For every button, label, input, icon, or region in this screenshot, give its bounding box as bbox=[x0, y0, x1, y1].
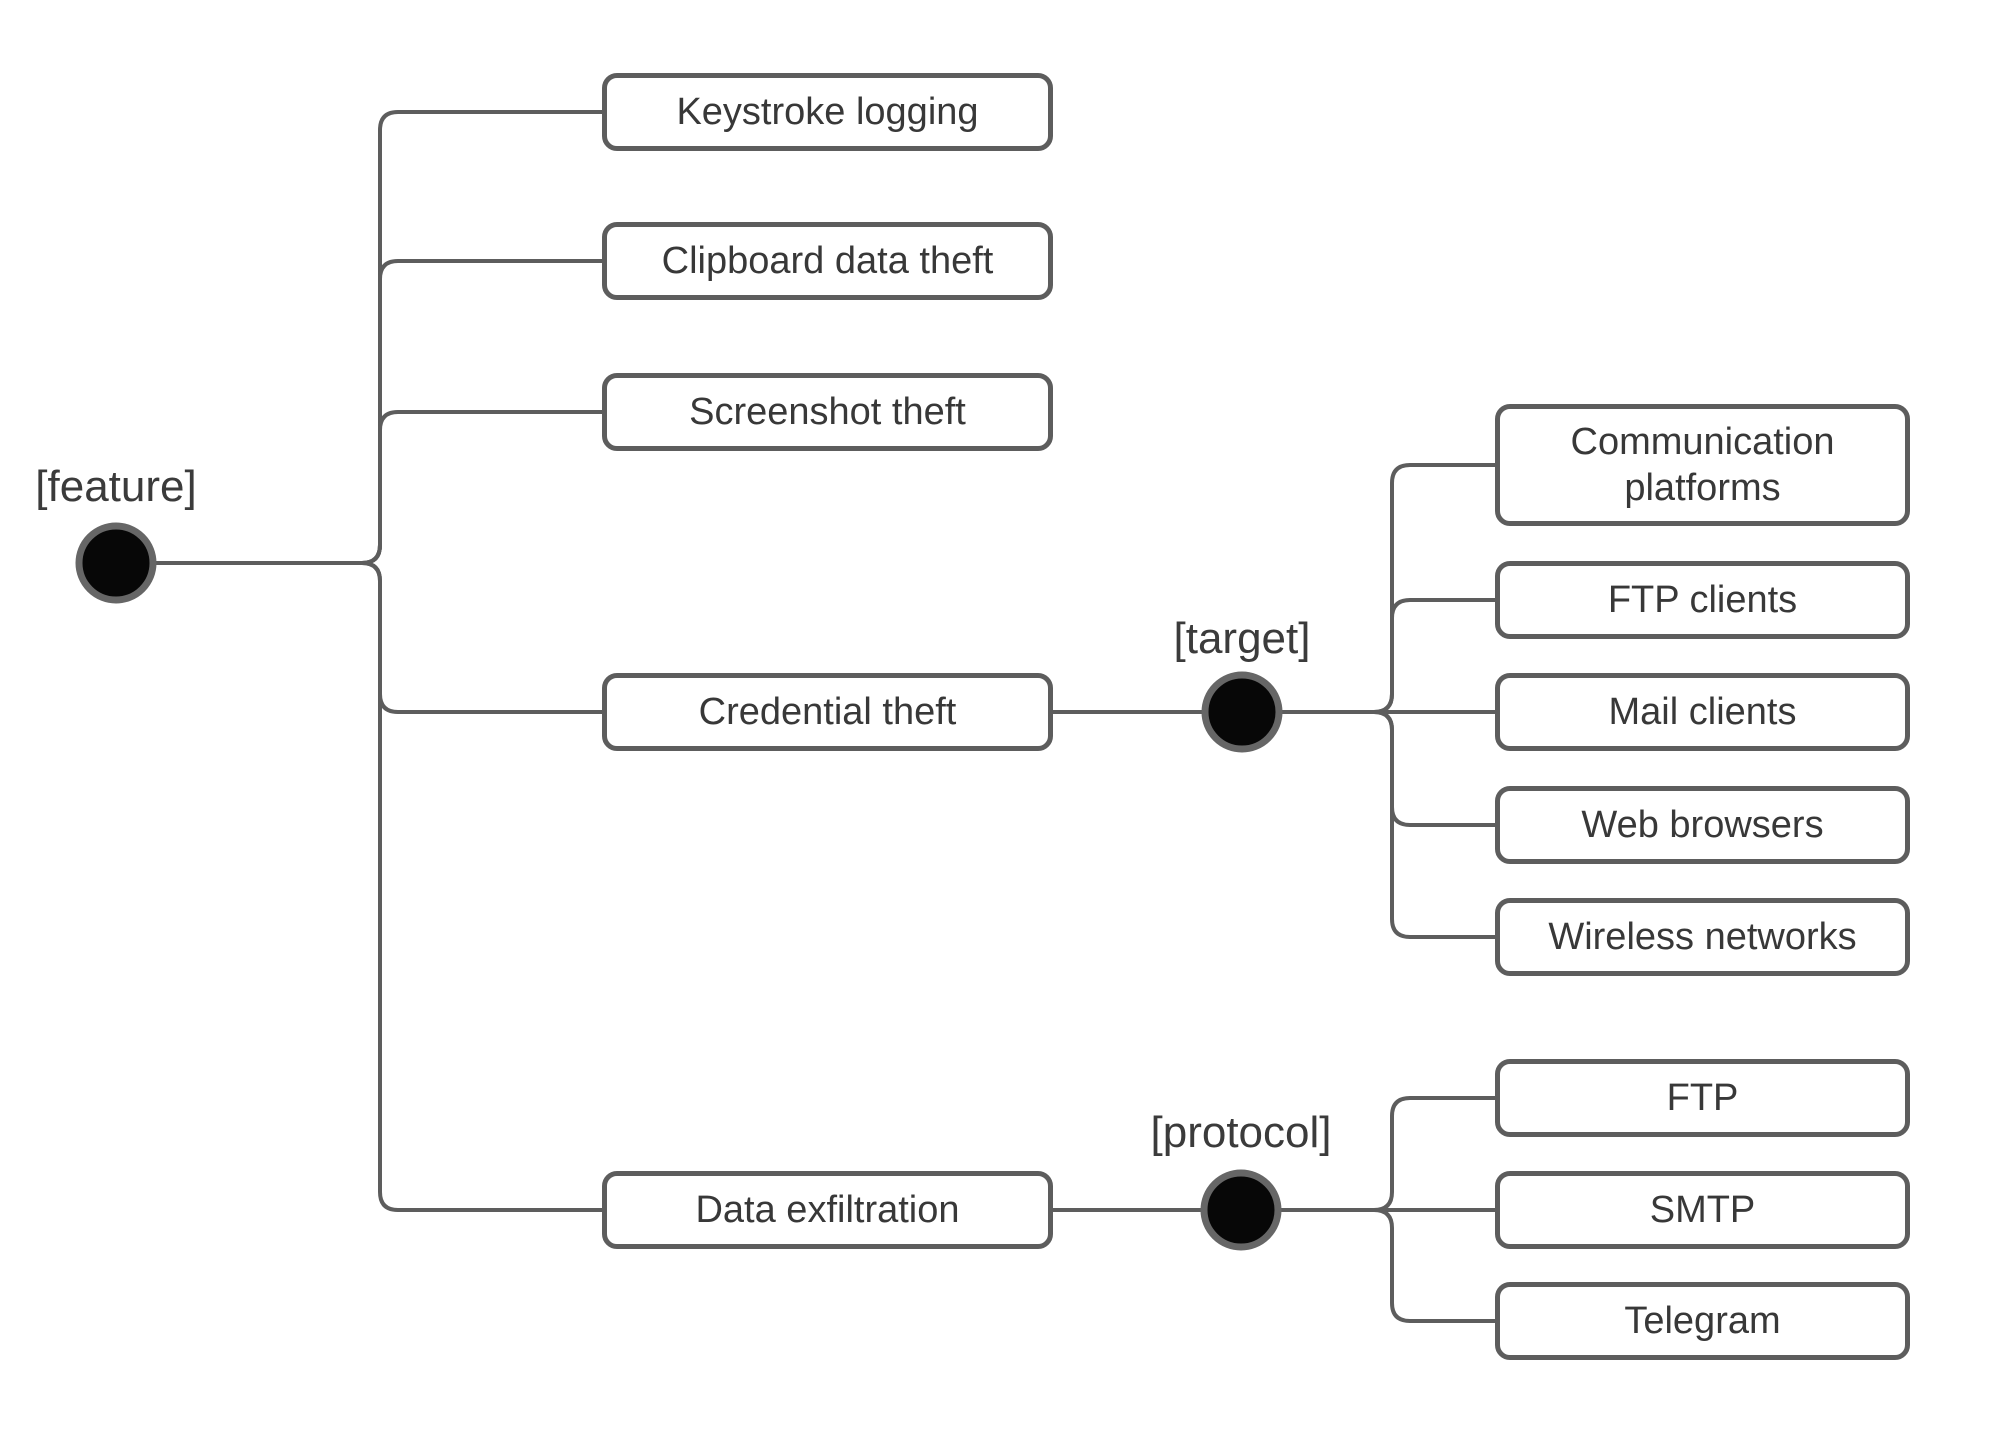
node-telegram: Telegram bbox=[1495, 1282, 1910, 1360]
edge-feature-credential-theft bbox=[153, 561, 602, 714]
node-smtp: SMTP bbox=[1495, 1171, 1910, 1249]
node-credential-theft: Credential theft bbox=[602, 673, 1053, 751]
node-clipboard-data-theft: Clipboard data theft bbox=[602, 222, 1053, 300]
protocol-junction-node bbox=[1200, 1169, 1282, 1251]
node-data-exfiltration: Data exfiltration bbox=[602, 1171, 1053, 1249]
target-label: [target] bbox=[1173, 614, 1311, 663]
protocol-label: [protocol] bbox=[1150, 1108, 1332, 1157]
root-label: [feature] bbox=[35, 462, 197, 511]
node-communication-platforms: Communication platforms bbox=[1495, 404, 1910, 526]
edge-feature-data-exfiltration bbox=[153, 561, 602, 1212]
node-web-browsers: Web browsers bbox=[1495, 786, 1910, 864]
edge-protocol-telegram bbox=[1271, 1208, 1495, 1323]
node-keystroke-logging: Keystroke logging bbox=[602, 73, 1053, 151]
node-ftp-clients: FTP clients bbox=[1495, 561, 1910, 639]
edge-feature-keystroke-logging bbox=[153, 110, 602, 565]
edge-target-web-browsers bbox=[1272, 710, 1495, 827]
edge-feature-screenshot-theft bbox=[153, 410, 602, 565]
node-wireless-networks: Wireless networks bbox=[1495, 898, 1910, 976]
target-junction-node bbox=[1201, 671, 1283, 753]
node-screenshot-theft: Screenshot theft bbox=[602, 373, 1053, 451]
node-ftp: FTP bbox=[1495, 1059, 1910, 1137]
node-mail-clients: Mail clients bbox=[1495, 673, 1910, 751]
feature-root-node bbox=[75, 522, 157, 604]
edge-target-wireless-networks bbox=[1272, 710, 1495, 939]
edge-target-communication-platforms bbox=[1272, 463, 1495, 714]
